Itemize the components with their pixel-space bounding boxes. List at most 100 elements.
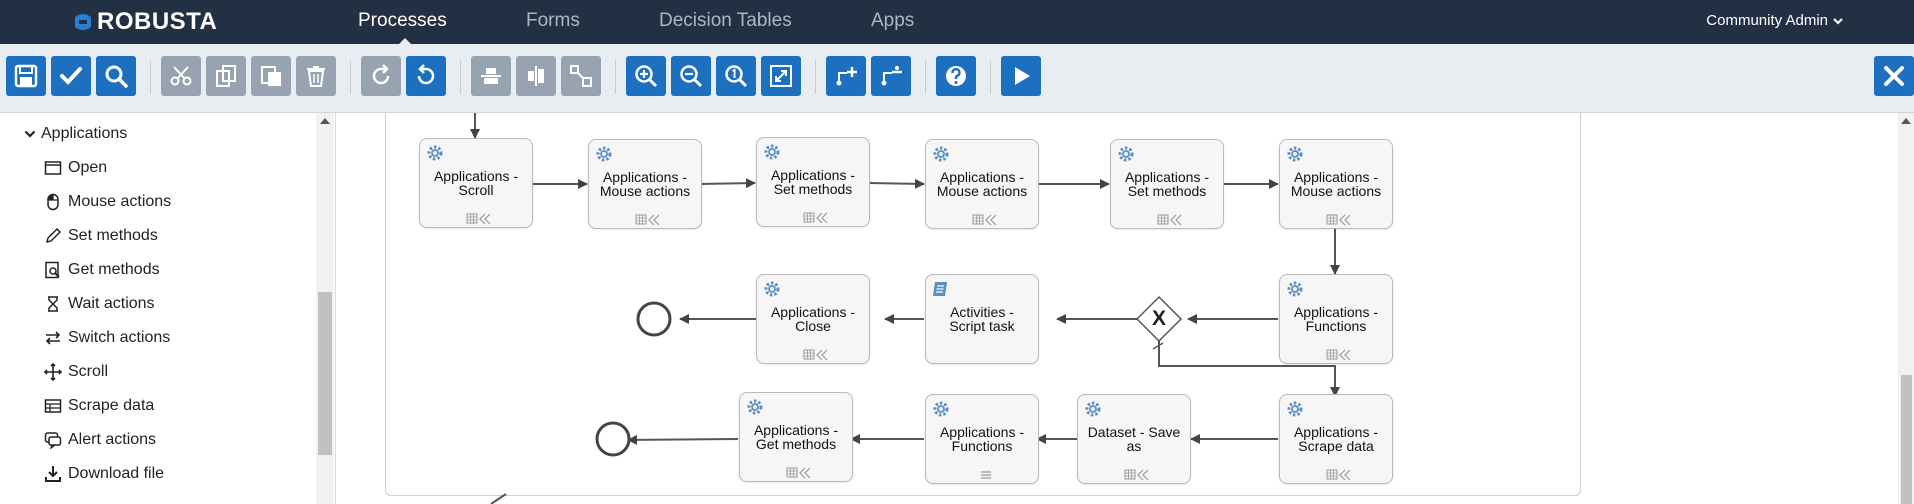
multi-instance-marker-icon — [1326, 214, 1351, 226]
multi-instance-marker-icon — [635, 214, 660, 226]
cut-button[interactable] — [161, 56, 201, 96]
save-button[interactable] — [6, 56, 46, 96]
zoom-actual-button[interactable] — [716, 56, 756, 96]
copy-button[interactable] — [206, 56, 246, 96]
multi-instance-marker-icon — [1326, 349, 1351, 361]
multi-instance-marker-icon — [1326, 469, 1351, 481]
canvas-scroll-up-icon[interactable] — [1901, 118, 1911, 124]
robusta-logo-icon — [75, 14, 91, 30]
nav-tab-processes[interactable]: Processes — [358, 10, 447, 31]
task-applications-mouse-actions[interactable]: Applications -Mouse actions — [588, 139, 702, 229]
user-menu[interactable]: Community Admin — [1706, 12, 1844, 29]
palette-item-scroll[interactable]: Scroll — [44, 363, 108, 381]
align-horizontal-button[interactable] — [471, 56, 511, 96]
task-label: Applications -Set methods — [770, 167, 856, 197]
editor-toolbar — [0, 44, 1914, 113]
zoom-out-icon — [680, 65, 703, 88]
process-canvas[interactable]: X Applications -Scroll Applications -Mou… — [336, 113, 1914, 504]
paste-button[interactable] — [251, 56, 291, 96]
add-bendpoint-button[interactable] — [826, 56, 866, 96]
toolbar-separator — [990, 60, 991, 94]
multi-instance-marker-icon — [803, 212, 828, 224]
exclusive-gateway — [1135, 295, 1183, 343]
flow-exit — [490, 493, 507, 504]
close-editor-button[interactable] — [1874, 56, 1914, 96]
palette-item-label: Set methods — [68, 227, 158, 244]
task-applications-close[interactable]: Applications -Close — [756, 274, 870, 364]
nav-tab-decision-tables[interactable]: Decision Tables — [659, 10, 792, 31]
task-applications-functions[interactable]: Applications -Functions — [1279, 274, 1393, 364]
delete-button[interactable] — [296, 56, 336, 96]
chevron-down-icon — [24, 130, 36, 138]
task-label: Applications -Mouse actions — [1290, 169, 1382, 199]
table-icon — [44, 399, 62, 413]
task-applications-scrape-data[interactable]: Applications -Scrape data — [1279, 394, 1393, 484]
task-label: Activities -Script task — [949, 304, 1015, 334]
nav-tab-forms[interactable]: Forms — [526, 10, 580, 31]
run-button[interactable] — [1001, 56, 1041, 96]
remove-bendpoint-button[interactable] — [871, 56, 911, 96]
zoom-in-button[interactable] — [626, 56, 666, 96]
gear-icon — [1118, 146, 1134, 162]
task-applications-mouse-actions[interactable]: Applications -Mouse actions — [1279, 139, 1393, 229]
multi-instance-marker-icon — [466, 213, 491, 225]
document-search-icon — [45, 261, 60, 279]
canvas-scrollbar-thumb[interactable] — [1901, 375, 1912, 504]
validate-button[interactable] — [51, 56, 91, 96]
redo-button[interactable] — [361, 56, 401, 96]
palette-item-label: Open — [68, 159, 108, 176]
palette-sidebar — [0, 113, 336, 504]
window-icon — [44, 161, 62, 175]
palette-item-scrape-data[interactable]: Scrape data — [44, 397, 154, 415]
palette-item-mouse-actions[interactable]: Mouse actions — [44, 193, 171, 211]
align-vertical-button[interactable] — [516, 56, 556, 96]
palette-item-label: Switch actions — [68, 329, 171, 346]
sidebar-scrollbar-thumb[interactable] — [318, 292, 332, 455]
zoom-fit-button[interactable] — [761, 56, 801, 96]
top-navbar: ROBUSTA Processes Forms Decision Tables … — [0, 0, 1914, 45]
task-applications-scroll[interactable]: Applications -Scroll — [419, 138, 533, 228]
help-button[interactable] — [936, 56, 976, 96]
sequence-flows — [470, 113, 1340, 504]
add-bendpoint-icon — [836, 67, 857, 86]
gear-icon — [427, 145, 443, 161]
toolbar-separator — [150, 60, 151, 94]
palette-group-applications[interactable]: Applications — [24, 125, 127, 143]
palette-item-get-methods[interactable]: Get methods — [44, 261, 160, 279]
undo-button[interactable] — [406, 56, 446, 96]
task-label: Applications -Get methods — [753, 422, 839, 452]
flow-3-4 — [867, 178, 925, 189]
gear-icon — [764, 281, 780, 297]
flow-13-end — [627, 434, 739, 445]
help-icon — [946, 66, 966, 86]
loop-marker-icon — [981, 471, 991, 479]
task-applications-set-methods[interactable]: Applications -Set methods — [1110, 139, 1224, 229]
palette-item-open[interactable]: Open — [44, 159, 107, 177]
sidebar-scroll-up-icon[interactable] — [320, 118, 330, 124]
zoom-out-button[interactable] — [671, 56, 711, 96]
task-activities-script-task[interactable]: Activities -Script task — [925, 274, 1039, 364]
palette-item-switch-actions[interactable]: Switch actions — [44, 329, 170, 347]
download-icon — [45, 466, 61, 482]
palette-item-alert-actions[interactable]: Alert actions — [44, 431, 156, 449]
palette-item-download-file[interactable]: Download file — [44, 465, 164, 483]
palette-item-label: Alert actions — [68, 431, 157, 448]
active-tab-indicator — [398, 38, 412, 45]
end-event — [636, 301, 672, 337]
same-size-button[interactable] — [561, 56, 601, 96]
align-vertical-icon — [528, 66, 544, 86]
task-applications-get-methods[interactable]: Applications -Get methods — [739, 392, 853, 482]
task-applications-set-methods[interactable]: Applications -Set methods — [756, 137, 870, 227]
zoom-actual-icon — [725, 65, 748, 88]
gear-icon — [747, 399, 763, 415]
palette-item-set-methods[interactable]: Set methods — [44, 227, 158, 245]
palette-item-wait-actions[interactable]: Wait actions — [44, 295, 155, 313]
task-applications-functions[interactable]: Applications -Functions — [925, 394, 1039, 484]
brand-logo[interactable]: ROBUSTA — [72, 8, 217, 35]
checkmark-icon — [60, 67, 82, 85]
nav-tab-apps[interactable]: Apps — [871, 10, 915, 31]
search-button[interactable] — [96, 56, 136, 96]
task-applications-mouse-actions[interactable]: Applications -Mouse actions — [925, 139, 1039, 229]
